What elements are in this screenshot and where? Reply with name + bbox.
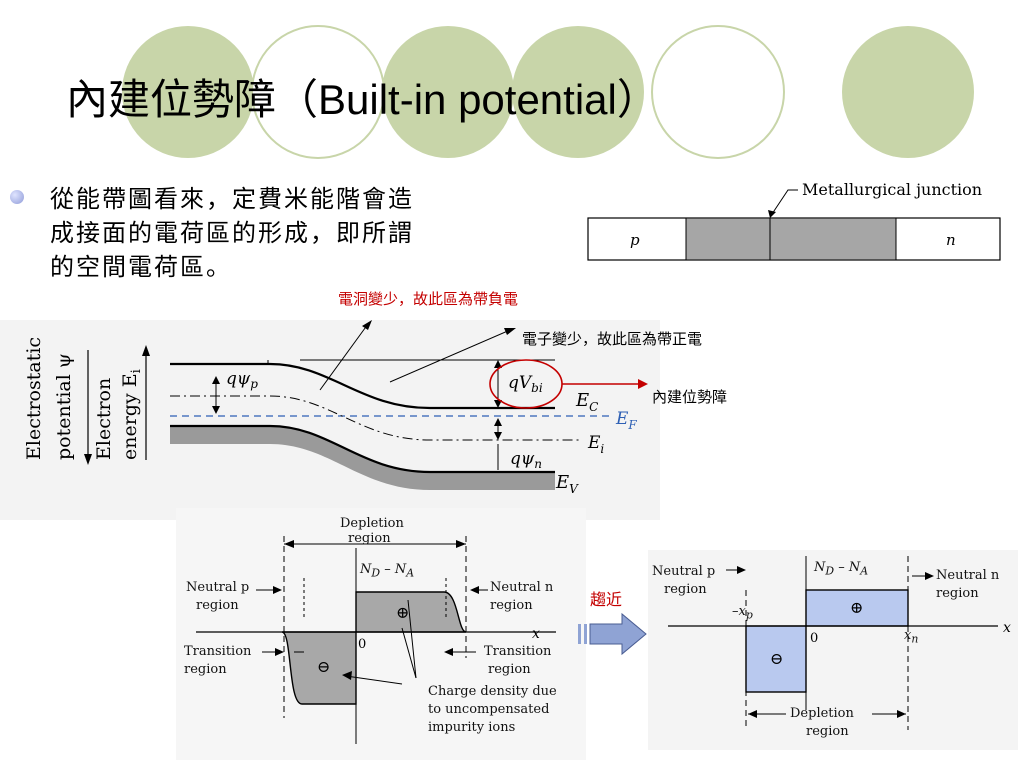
svg-text:EF: EF	[615, 409, 637, 432]
svg-text:⊖: ⊖	[770, 649, 783, 668]
left-neutral-p-2: region	[196, 598, 239, 613]
band-diagram: Electrostatic potential ψ Electron energ…	[0, 320, 660, 520]
right-neutral-n-1: Neutral n	[936, 568, 1000, 583]
xn-label: xn	[904, 628, 919, 646]
note-holes: 電洞變少，故此區為帶負電	[338, 290, 519, 308]
right-nd-na: ND – NA	[814, 560, 869, 578]
bullet-line-2: 成接面的電荷區的形成，即所謂	[50, 219, 414, 247]
svg-text:⊕: ⊕	[850, 598, 863, 617]
junction-caption: Metallurgical junction	[802, 180, 982, 199]
axis-potential: potential ψ	[53, 353, 75, 460]
deco-circle-3	[382, 26, 514, 158]
right-transition-1: Transition	[484, 644, 552, 659]
svg-text:x: x	[1003, 620, 1011, 636]
svg-text:⊕: ⊕	[396, 603, 409, 622]
right-neutral-p-2: region	[664, 582, 707, 597]
bullet-line-1: 從能帶圖看來，定費米能階會造	[50, 185, 414, 213]
svg-text:qψp: qψp	[226, 369, 258, 391]
axis-energy: energy Ei	[119, 369, 144, 460]
left-transition-2: region	[184, 662, 227, 677]
charge-note-2: to uncompensated	[428, 702, 550, 717]
right-depletion-2: region	[806, 724, 849, 739]
note-approach: 趨近	[590, 590, 623, 609]
title-part-1: 內建位勢障（	[66, 75, 319, 124]
title-part-3: ）	[616, 75, 659, 124]
right-neutral-n-2: region	[936, 586, 979, 601]
axis-electron: Electron	[93, 378, 115, 460]
left-depletion-label-1: Depletion	[340, 516, 404, 531]
approach-arrow-icon	[578, 612, 647, 656]
svg-text:⊖: ⊖	[317, 657, 330, 676]
deco-circle-4	[512, 26, 644, 158]
svg-text:x: x	[532, 626, 540, 642]
xp-label: –xp	[732, 604, 753, 622]
svg-text:EC: EC	[575, 390, 598, 414]
deco-circle-6	[842, 26, 974, 158]
abrupt-approx-figure: x 0 ⊕ ⊖	[648, 550, 1018, 750]
svg-text:0: 0	[358, 637, 366, 652]
left-neutral-n-1: Neutral n	[490, 580, 554, 595]
right-neutral-p-1: Neutral p	[652, 564, 716, 579]
svg-text:EV: EV	[555, 472, 579, 496]
svg-text:0: 0	[810, 631, 818, 646]
deco-circle-5	[651, 25, 785, 159]
svg-text:qVbi: qVbi	[508, 373, 543, 395]
title-part-2: Built-in potential	[318, 76, 617, 123]
charge-density-figure: x 0 ⊕ ⊖	[176, 508, 586, 760]
right-transition-2: region	[488, 662, 531, 677]
svg-text:qψn: qψn	[510, 449, 542, 471]
left-neutral-p-1: Neutral p	[186, 580, 250, 595]
charge-note-1: Charge density due	[428, 684, 557, 699]
right-depletion-1: Depletion	[790, 706, 854, 721]
left-depletion-label-2: region	[348, 531, 391, 546]
bullet-line-3: 的空間電荷區。	[50, 253, 232, 281]
charge-note-3: impurity ions	[428, 720, 516, 735]
left-transition-1: Transition	[184, 644, 252, 659]
left-neutral-n-2: region	[490, 598, 533, 613]
n-label: n	[946, 231, 956, 249]
p-label: p	[630, 231, 640, 249]
deco-circle-1	[122, 26, 254, 158]
header-circles	[122, 25, 974, 159]
bullet-text: 從能帶圖看來，定費米能階會造 成接面的電荷區的形成，即所謂 的空間電荷區。	[50, 182, 540, 284]
axis-electrostatic: Electrostatic	[23, 337, 45, 460]
junction-bar-figure: Metallurgical junction p n	[587, 180, 1001, 261]
svg-text:Ei: Ei	[587, 433, 604, 456]
left-nd-na: ND – NA	[360, 562, 415, 580]
note-electrons: 電子變少，故此區為帶正電	[522, 330, 703, 348]
page-title: 內建位勢障（Built-in potential）	[66, 66, 659, 127]
note-built-in: 內建位勢障	[652, 388, 728, 406]
bullet-dot-icon	[10, 190, 24, 204]
